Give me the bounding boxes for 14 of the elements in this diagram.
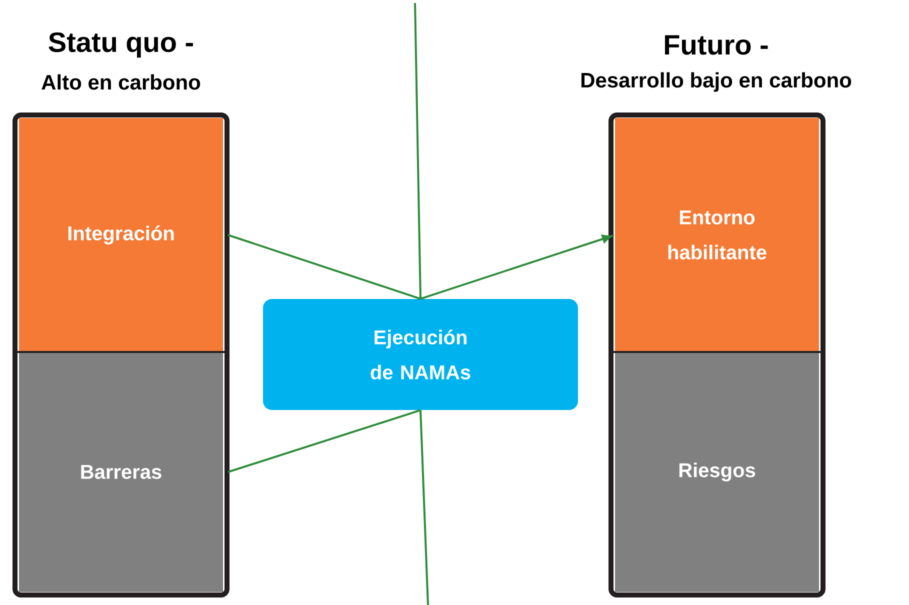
column-section: Riesgos — [615, 352, 819, 592]
column-subheading: Desarrollo bajo en carbono — [581, 72, 852, 92]
connector-line — [414, 2, 422, 299]
connector-line — [420, 410, 429, 605]
connector-line — [228, 409, 421, 473]
column-subheading: Alto en carbono — [42, 74, 200, 90]
column-heading: Futuro - — [665, 35, 768, 55]
column-heading: Statu quo - — [48, 32, 193, 58]
connector-line — [420, 234, 612, 300]
column-section: Entorno habilitante — [615, 118, 819, 352]
column-section: Barreras — [19, 352, 223, 592]
connector-line — [228, 234, 421, 300]
column-section: Integración — [19, 118, 223, 352]
process-box: Ejecución de NAMAs — [263, 299, 578, 410]
